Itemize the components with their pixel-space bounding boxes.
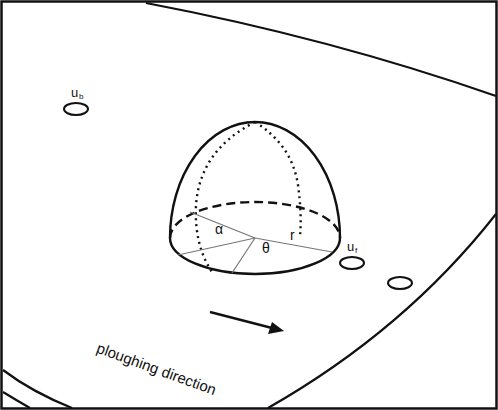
particle — [388, 277, 412, 289]
direction-label: ploughing direction — [95, 340, 218, 397]
arrow-head — [268, 322, 284, 334]
velocity-subscript: b — [79, 93, 83, 101]
particle — [340, 257, 364, 269]
track-edge — [3, 370, 72, 408]
velocity-symbol: u — [71, 86, 78, 99]
track-edge — [146, 3, 496, 96]
direction-arrow — [210, 312, 272, 328]
dotted-meridian — [255, 122, 301, 236]
base-front-edge — [170, 238, 340, 274]
angle-line — [178, 238, 255, 255]
track-edge — [3, 392, 30, 408]
angle-line — [190, 212, 255, 238]
track-edge — [268, 214, 496, 408]
radius-symbol: r — [290, 228, 295, 242]
particle — [64, 103, 88, 115]
angle-symbol: θ — [262, 241, 270, 255]
angle-line — [232, 238, 255, 273]
dome-outline — [170, 122, 340, 238]
angle-symbol: α — [215, 222, 223, 236]
velocity-symbol: u — [347, 240, 354, 253]
velocity-subscript: f — [355, 247, 357, 255]
